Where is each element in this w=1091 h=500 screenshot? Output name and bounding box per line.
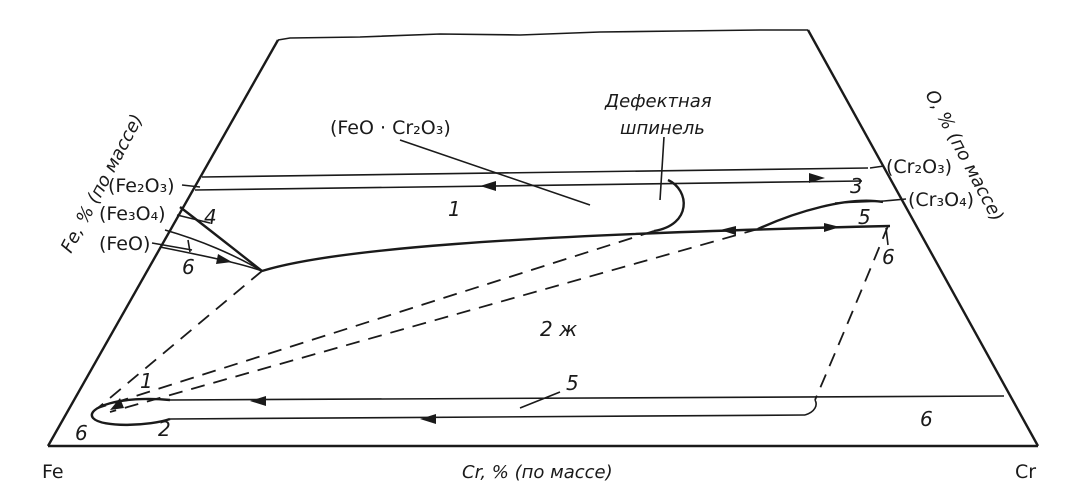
direction-arrows (110, 173, 840, 424)
leader-defect-spinel (659, 136, 665, 201)
boundary-curves (90, 178, 891, 427)
leader-6-left (187, 239, 191, 253)
tie-line-1 (97, 270, 263, 409)
bottom-loop (90, 397, 171, 427)
region-1-top: 1 (448, 197, 461, 221)
fe-vertex-label: Fe (42, 461, 64, 483)
region-2-bottom: 2 (158, 417, 171, 441)
leader-5-bottom (519, 391, 561, 409)
diagram-frame (46, 29, 1040, 448)
region-6-right-upper: 6 (882, 245, 895, 269)
cr2o3-label: (Cr₂O₃) (886, 156, 952, 178)
leader-feo (151, 242, 193, 251)
region-1-bottom: 1 (140, 369, 153, 393)
leader-cr2o3 (869, 165, 885, 169)
cr-axis-label: Cr, % (по массе) (462, 462, 613, 483)
tie-line-4 (814, 225, 889, 401)
leader-cr3o4 (883, 198, 907, 202)
feo-cr2o3-label: (FeO · Cr₂O₃) (330, 117, 451, 139)
cr3o4-label: (Cr₃O₄) (908, 189, 974, 211)
arrow-4 (824, 223, 840, 232)
arrow-1 (480, 181, 496, 191)
defect-spinel-label-1: Дефектная (604, 91, 712, 112)
torn-top-edge (277, 29, 808, 41)
bottom-eutectic-line (169, 414, 806, 420)
bottom-oxide-line (169, 395, 1005, 401)
region-3: 3 (850, 174, 863, 198)
region-6-left-upper: 6 (182, 255, 195, 279)
leader-6-right (885, 227, 889, 246)
right-edge (806, 29, 1040, 447)
leader-feo-cr2o3 (399, 139, 591, 206)
fe3o4-label: (Fe₃O₄) (99, 203, 166, 225)
defect-spinel-loop (653, 178, 685, 233)
cr-spinel-loop (757, 199, 884, 231)
liquidus-curve (261, 224, 891, 273)
fe2o3-label: (Fe₂O₃) (108, 175, 175, 197)
arrow-3 (720, 226, 736, 235)
fe2o3-line (194, 180, 863, 191)
defect-spinel-label-2: шпинель (620, 118, 705, 139)
oxide-lines (169, 167, 1005, 420)
arrow-6 (420, 414, 436, 424)
fe-oxide-curve-1 (179, 206, 263, 272)
cr2o3-line (201, 167, 869, 178)
left-edge (46, 39, 280, 447)
arrow-5 (250, 396, 266, 406)
bottom-right-corner (804, 399, 817, 416)
arrow-2 (809, 173, 825, 183)
region-4: 4 (204, 205, 217, 229)
tie-line-3 (109, 228, 759, 413)
leader-fe3o4 (176, 214, 211, 224)
region-2-liquid: 2 ж (540, 317, 577, 341)
leader-lines (151, 136, 907, 409)
cr-vertex-label: Cr (1015, 461, 1036, 483)
fe-oxide-curve-2 (164, 229, 263, 272)
arrow-8 (110, 398, 124, 410)
feo-label: (FeO) (99, 233, 150, 255)
tie-lines (97, 225, 889, 413)
leader-fe2o3 (181, 184, 201, 188)
tie-line-2 (97, 230, 655, 409)
region-6-bottom-left: 6 (75, 421, 88, 445)
region-6-bottom-right: 6 (920, 407, 933, 431)
arrow-7 (216, 254, 232, 264)
region-5-bottom: 5 (566, 371, 579, 395)
region-5-right: 5 (858, 205, 871, 229)
